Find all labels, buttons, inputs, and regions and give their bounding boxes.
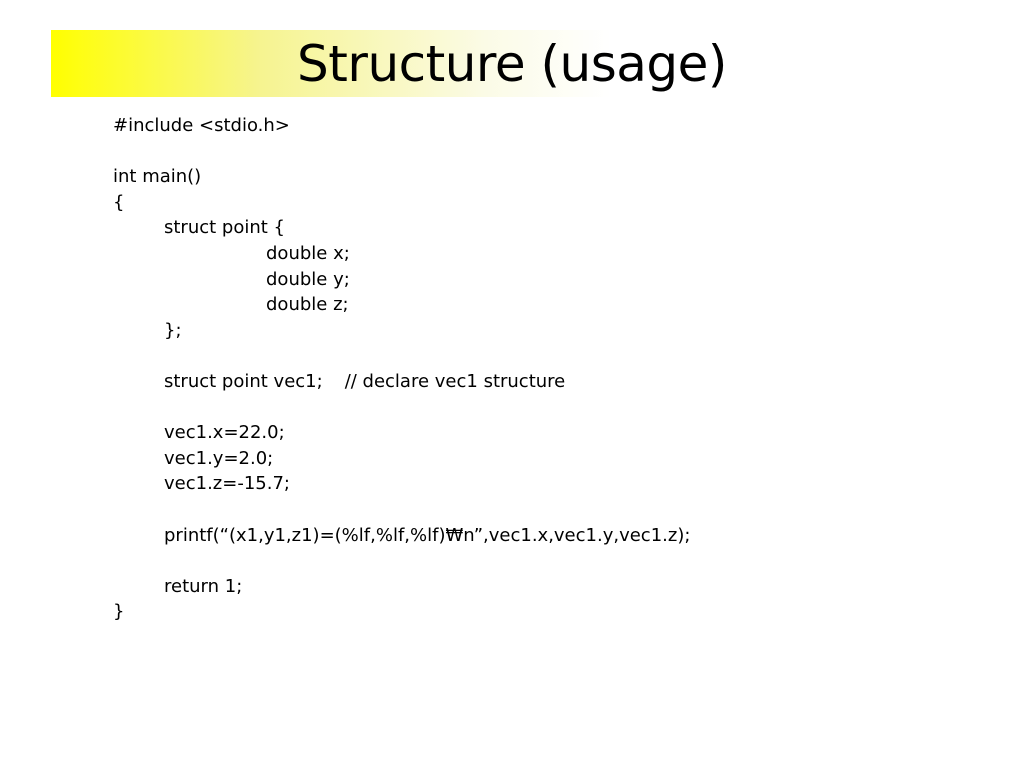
code-line: return 1; — [113, 574, 993, 600]
code-line: #include <stdio.h> — [113, 113, 993, 139]
code-blank-line — [113, 139, 993, 165]
code-text: } — [113, 601, 125, 623]
code-text: struct point { — [164, 217, 285, 239]
code-line: vec1.z=-15.7; — [113, 471, 993, 497]
code-line: printf(“(x1,y1,z1)=(%lf,%lf,%lf)₩n”,vec1… — [113, 523, 993, 549]
code-line: vec1.x=22.0; — [113, 420, 993, 446]
code-line: double y; — [113, 267, 993, 293]
code-text: double z; — [266, 294, 349, 316]
code-line: { — [113, 190, 993, 216]
code-text: #include <stdio.h> — [113, 115, 290, 136]
code-text: int main() — [113, 166, 202, 188]
code-line: struct point { — [113, 215, 993, 241]
code-text: return 1; — [164, 575, 243, 597]
code-line: int main() — [113, 164, 993, 190]
code-blank-line — [113, 343, 993, 369]
code-line: vec1.y=2.0; — [113, 446, 993, 472]
code-text: double y; — [266, 268, 350, 290]
code-listing: #include <stdio.h> int main() { struct poin… — [113, 113, 993, 625]
code-text: double x; — [266, 242, 350, 264]
code-line: }; — [113, 318, 993, 344]
code-text: struct point vec1; — [164, 370, 323, 392]
code-line: double x; — [113, 241, 993, 267]
code-blank-line — [113, 497, 993, 523]
code-text: { — [113, 191, 125, 213]
code-line: struct point vec1; // declare vec1 struct… — [113, 369, 993, 395]
code-line: } — [113, 599, 993, 625]
code-blank-line — [113, 395, 993, 421]
code-text: }; — [164, 319, 182, 341]
code-text: vec1.x=22.0; — [164, 422, 285, 444]
code-text: vec1.z=-15.7; — [164, 473, 290, 495]
code-line: double z; — [113, 292, 993, 318]
code-blank-line — [113, 548, 993, 574]
code-comment: // declare vec1 structure — [344, 370, 566, 392]
title-highlight-band — [51, 30, 751, 97]
code-text: vec1.y=2.0; — [164, 447, 274, 469]
slide-title: Structure (usage) — [297, 35, 727, 93]
code-text: printf(“(x1,y1,z1)=(%lf,%lf,%lf)₩n”,vec1… — [164, 524, 691, 546]
